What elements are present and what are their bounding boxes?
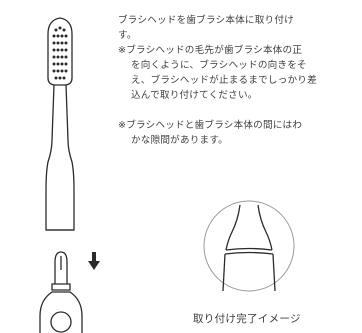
note-1-line-3: え、ブラシヘッドが止まるまでしっかり差	[131, 75, 317, 86]
note-1-line-1: ※ブラシヘッドの毛先が歯ブラシ本体の正	[118, 45, 303, 56]
note-1-line-2: を向くように、ブラシヘッドの向きをそ	[131, 60, 307, 71]
bristle-dots	[52, 26, 68, 80]
instruction-line-1: ブラシヘッドを歯ブラシ本体に取り付け	[118, 15, 294, 26]
note-1-line-4: 込んで取り付けてください。	[131, 90, 258, 101]
note-2-line-1: ※ブラシヘッドと歯ブラシ本体の間にはわ	[118, 120, 303, 131]
attached-detail-illustration	[203, 200, 295, 292]
brush-head-illustration	[45, 17, 75, 231]
note-2-line-2: かな隙間があります。	[131, 135, 228, 146]
instruction-line-2: す。	[118, 30, 137, 41]
detail-caption: 取り付け完了イメージ	[193, 313, 301, 325]
toothbrush-handle-illustration	[39, 251, 83, 333]
arrow-down-icon	[88, 252, 100, 270]
